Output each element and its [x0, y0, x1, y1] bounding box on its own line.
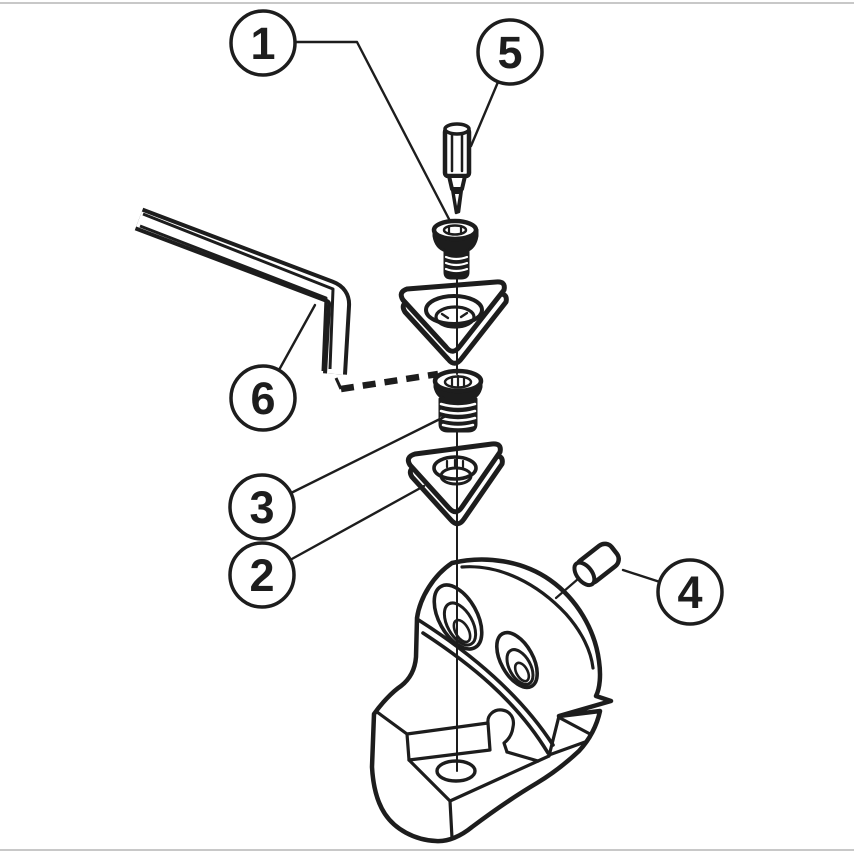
leader-6 — [277, 303, 317, 372]
bottom-edge-rule — [0, 849, 854, 851]
cutting-insert — [398, 279, 509, 366]
callout-4-number: 4 — [677, 567, 702, 618]
body-face-edge-lower — [421, 631, 550, 755]
leader-3 — [289, 414, 448, 495]
leader-1 — [293, 40, 452, 223]
body-face-edge-upper — [415, 617, 555, 747]
driver-bit — [442, 122, 472, 215]
dashed-assembly-line — [340, 370, 439, 393]
leader-4 — [621, 568, 662, 584]
body-rim-line — [460, 565, 595, 670]
callout-3: 3 — [228, 473, 296, 541]
callout-2-number: 2 — [249, 550, 274, 601]
insert-hole — [424, 294, 484, 329]
pin-axis-line — [554, 577, 580, 600]
callout-1: 1 — [229, 9, 297, 77]
shim-screw — [432, 368, 484, 433]
leader-5 — [469, 80, 500, 148]
callout-1-number: 1 — [250, 18, 275, 69]
callout-4: 4 — [656, 558, 724, 626]
callout-6: 6 — [229, 364, 297, 432]
callout-2: 2 — [228, 541, 296, 609]
body-insert-pocket — [375, 708, 551, 840]
top-edge-rule — [0, 2, 854, 4]
insert-screw — [431, 218, 479, 280]
body-notch — [547, 714, 592, 758]
callout-6-number: 6 — [250, 373, 275, 424]
callout-3-number: 3 — [249, 482, 274, 533]
body-bore-hole-lower — [495, 630, 539, 690]
callout-5-number: 5 — [497, 27, 522, 78]
leader-2 — [288, 484, 426, 562]
callouts: 1 5 6 3 2 4 — [228, 9, 724, 626]
stop-pin — [572, 541, 621, 588]
callout-5: 5 — [476, 18, 544, 86]
leader-lines — [277, 40, 662, 584]
hex-wrench — [134, 207, 352, 390]
